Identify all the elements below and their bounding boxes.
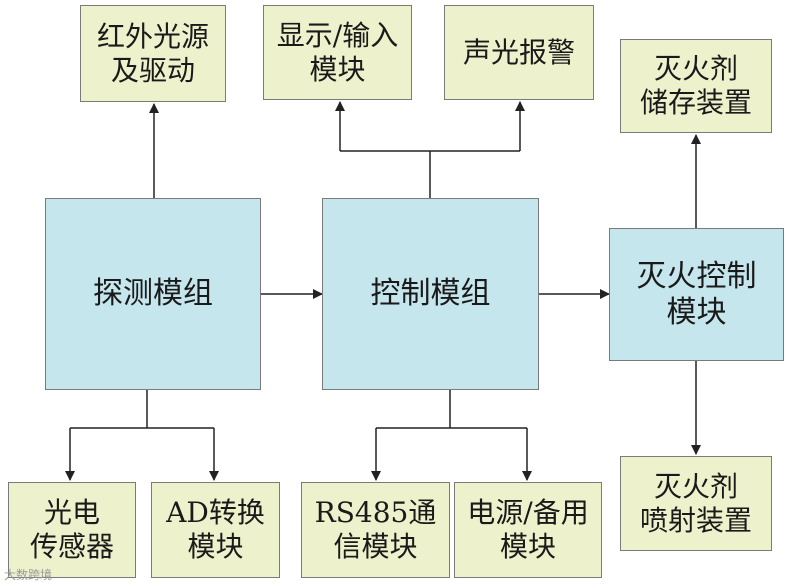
- agent-spray-label: 灭火剂 喷射装置: [639, 469, 752, 537]
- agent-storage-label: 灭火剂 储存装置: [639, 52, 752, 119]
- ad-converter-label: AD转换 模块: [166, 496, 265, 563]
- branch-control-top: [340, 150, 520, 198]
- photo-sensor-label: 光电 传感器: [29, 496, 114, 563]
- power-backup-label: 电源/备用 模块: [467, 496, 589, 563]
- watermark-text: 大数跨境: [4, 568, 53, 582]
- ir-source-driver-box: 红外光源 及驱动: [80, 5, 226, 102]
- agent-spray-box: 灭火剂 喷射装置: [620, 456, 772, 551]
- control-module-label: 控制模组: [370, 276, 491, 311]
- extinguish-control-box: 灭火控制 模块: [609, 228, 784, 361]
- control-module-box: 控制模组: [322, 198, 539, 390]
- branch-control-bottom: [376, 390, 527, 429]
- detection-module-label: 探测模组: [93, 276, 213, 311]
- display-input-label: 显示/输入 模块: [276, 18, 399, 86]
- ad-converter-box: AD转换 模块: [151, 482, 280, 578]
- power-backup-box: 电源/备用 模块: [454, 482, 602, 578]
- photo-sensor-box: 光电 传感器: [8, 482, 136, 578]
- sound-light-alarm-box: 声光报警: [444, 5, 594, 100]
- agent-storage-box: 灭火剂 储存装置: [620, 39, 772, 133]
- rs485-module-box: RS485通 信模块: [301, 482, 450, 578]
- extinguish-control-label: 灭火控制 模块: [636, 258, 757, 330]
- rs485-module-label: RS485通 信模块: [314, 496, 437, 563]
- detection-module-box: 探测模组: [45, 198, 261, 390]
- branch-detect-bottom: [70, 390, 214, 429]
- display-input-box: 显示/输入 模块: [263, 5, 412, 100]
- sound-light-alarm-label: 声光报警: [462, 35, 575, 69]
- ir-source-driver-label: 红外光源 及驱动: [96, 19, 209, 87]
